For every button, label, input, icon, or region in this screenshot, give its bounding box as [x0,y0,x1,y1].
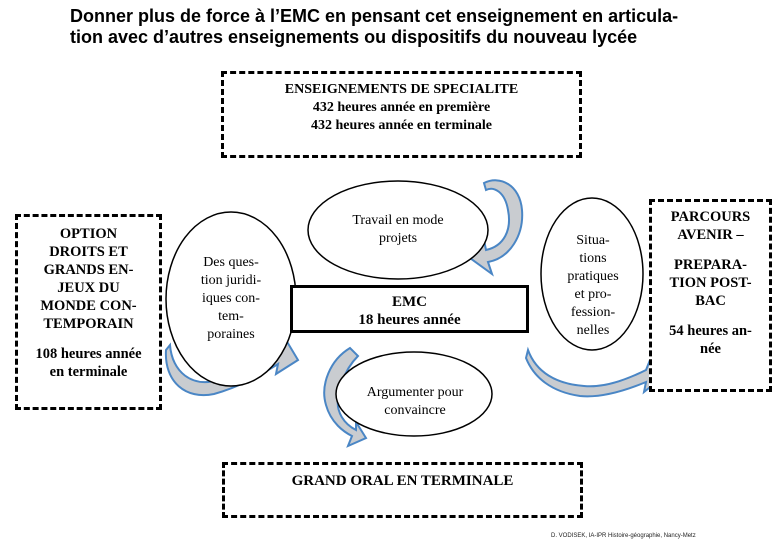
page-title: Donner plus de force à l’EMC en pensant … [70,6,750,48]
author-credit: D. VODISEK, IA-IPR Histoire-géographie, … [551,533,696,539]
curved-arrow-top-right [468,179,524,277]
ellipse-argumenter [335,351,493,437]
parcours-hours-1: 54 heures an- [669,323,752,339]
specialite-line-1: 432 heures année en première [312,100,491,115]
option-hours-1: 108 heures année [35,346,142,362]
title-line-2: tion avec d’autres enseignements ou disp… [70,27,638,47]
option-hours-2: en terminale [49,364,128,380]
emc-box: EMC 18 heures année [290,285,529,333]
grand-oral-box: GRAND ORAL EN TERMINALE [222,462,583,518]
ellipse-travail-label: Travail en mode projets [352,213,444,246]
emc-title: EMC [392,294,427,310]
ellipse-argumenter-label: Argumenter pour convaincre [366,385,464,418]
emc-hours: 18 heures année [358,312,461,328]
specialite-title: ENSEIGNEMENTS DE SPECIALITE [284,82,519,97]
curved-arrow-right-bottom [524,346,666,398]
option-box: OPTION DROITS ET GRANDS EN- JEUX DU MOND… [15,214,162,410]
parcours-box: PARCOURS AVENIR – PREPARA- TION POST- BA… [649,199,772,392]
ellipse-travail [307,180,489,280]
specialite-box: ENSEIGNEMENTS DE SPECIALITE 432 heures a… [221,71,582,158]
specialite-line-2: 432 heures année en terminale [311,118,492,133]
ellipse-situations-label: Situa- tions pratiques et pro- fession- … [567,233,619,338]
ellipse-questions-label: Des ques- tion juridi- iques con- tem- p… [200,255,262,342]
title-line-1: Donner plus de force à l’EMC en pensant … [70,6,679,26]
parcours-hours-2: née [700,341,721,357]
grand-oral-label: GRAND ORAL EN TERMINALE [291,473,514,489]
ellipse-situations [540,197,644,351]
